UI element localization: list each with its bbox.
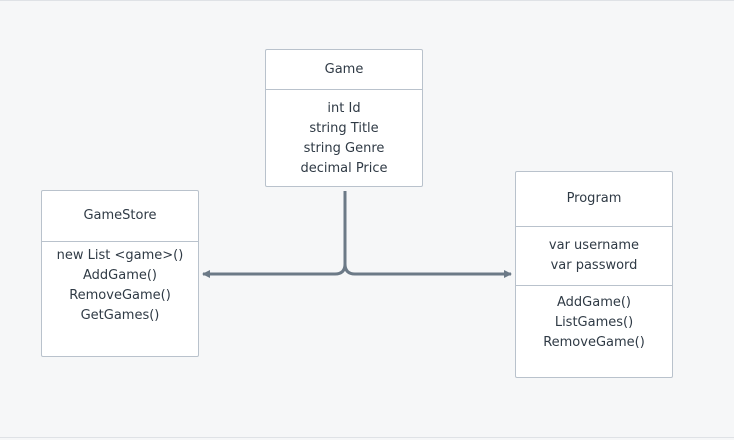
- class-gamestore-name: GameStore: [83, 208, 157, 223]
- connector-game-to-gamestore: [202, 191, 347, 278]
- class-program-name: Program: [566, 191, 622, 206]
- program-method: AddGame(): [556, 295, 631, 310]
- program-attribute: var username: [548, 238, 640, 253]
- gamestore-member: new List <game>(): [56, 248, 184, 263]
- class-game-attributes: int Id string Title string Genre decimal…: [266, 89, 422, 186]
- class-gamestore-header: GameStore: [42, 191, 198, 241]
- game-attribute: string Genre: [303, 141, 385, 156]
- class-game-header: Game: [266, 50, 422, 89]
- class-program-header: Program: [516, 172, 672, 226]
- canvas-top-edge: [0, 0, 734, 1]
- gamestore-member: RemoveGame(): [69, 288, 171, 303]
- program-method: ListGames(): [554, 315, 634, 330]
- class-program-attributes: var username var password: [516, 226, 672, 285]
- program-attribute: var password: [550, 258, 638, 273]
- class-game[interactable]: Game int Id string Title string Genre de…: [265, 49, 423, 187]
- game-attribute: decimal Price: [300, 161, 388, 176]
- canvas-bottom-edge: [0, 437, 734, 438]
- class-program[interactable]: Program var username var password AddGam…: [515, 171, 673, 378]
- program-method: RemoveGame(): [543, 335, 645, 350]
- game-attribute: string Title: [309, 121, 379, 136]
- gamestore-member: GetGames(): [80, 308, 160, 323]
- gamestore-member: AddGame(): [82, 268, 157, 283]
- game-attribute: int Id: [327, 101, 361, 116]
- class-program-methods: AddGame() ListGames() RemoveGame(): [516, 285, 672, 377]
- class-game-name: Game: [324, 61, 364, 77]
- class-gamestore-members: new List <game>() AddGame() RemoveGame()…: [42, 241, 198, 356]
- connector-game-to-program: [343, 263, 512, 278]
- class-gamestore[interactable]: GameStore new List <game>() AddGame() Re…: [41, 190, 199, 357]
